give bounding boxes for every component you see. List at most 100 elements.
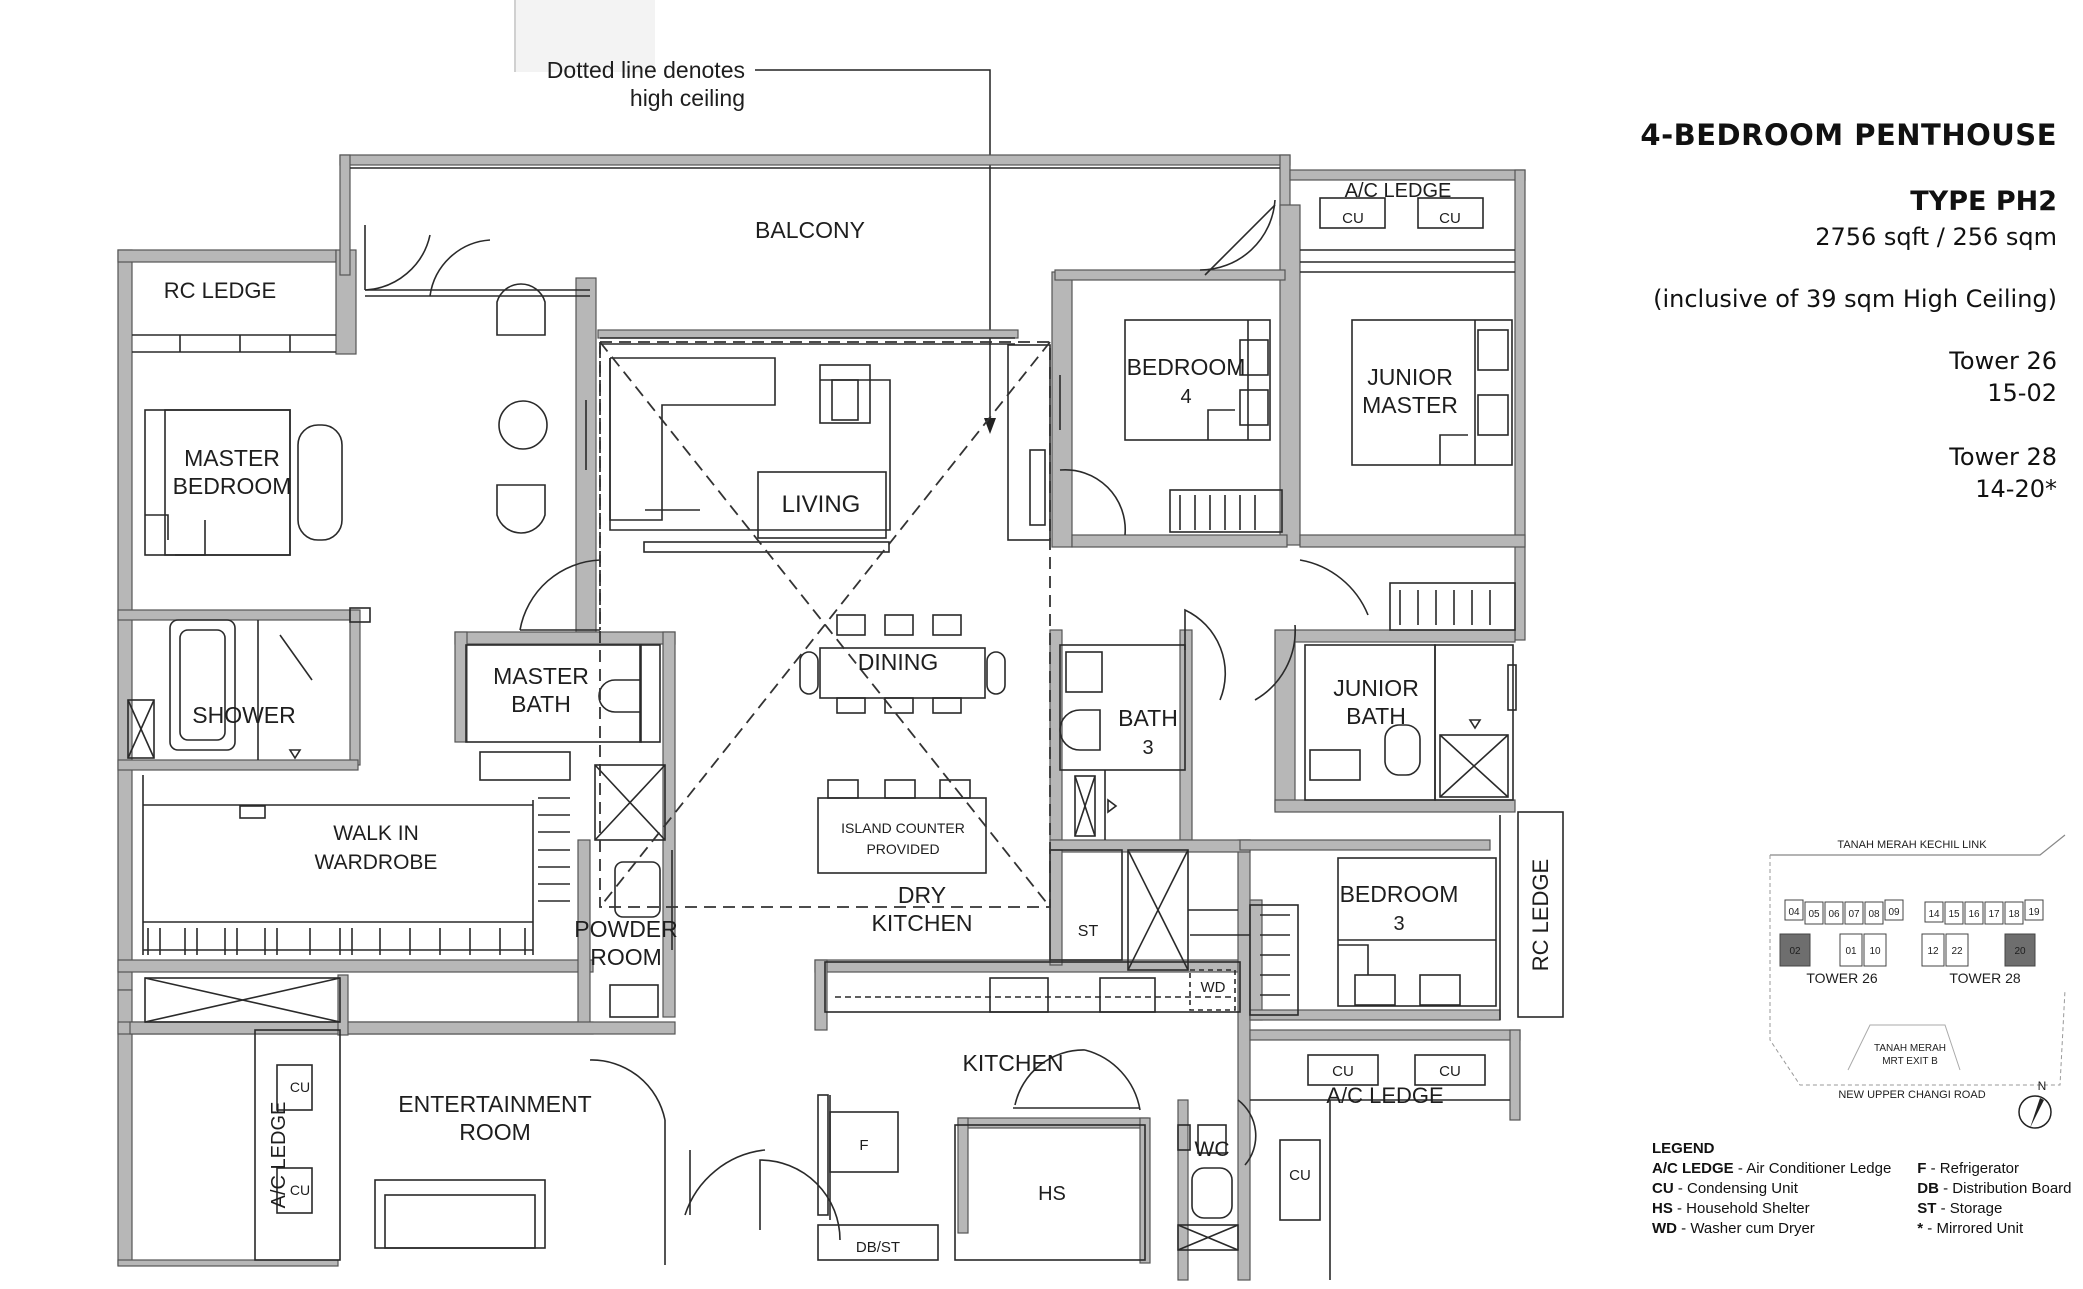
label-bedroom4-2: 4 [1180,386,1191,408]
legend-item: WD - Washer cum Dryer [1652,1220,1815,1237]
label-ac-ledge-top: A/C LEDGE [1345,180,1452,202]
legend-item: ST - Storage [1917,1200,2003,1217]
label-entertainment-room-1: ENTERTAINMENT [398,1091,591,1117]
fixtures [127,167,1564,1280]
label-cu-1: CU [1342,210,1364,227]
keyplan-unit-04: 04 [1788,907,1800,918]
label-bedroom4-1: BEDROOM [1127,354,1246,380]
annotation-shade [515,0,655,72]
label-bedroom3-2: 3 [1393,913,1404,935]
label-balcony: BALCONY [755,217,865,243]
room-labels: BALCONY RC LEDGE MASTER BEDROOM LIVING B… [164,180,1553,1256]
label-master-bedroom-1: MASTER [184,445,280,471]
label-ac-ledge-bottom: A/C LEDGE [1326,1083,1443,1108]
keyplan-unit-22: 22 [1951,946,1963,957]
tower-name: Tower 28 [1949,443,2057,471]
keyplan-mrt-1: TANAH MERAH [1874,1043,1946,1054]
unit-type: TYPE PH2 [1910,186,2057,217]
tower-block-28: Tower 28 14-20* [1537,441,2057,505]
label-junior-master-1: JUNIOR [1367,364,1453,390]
legend-title: LEGEND [1652,1140,1715,1157]
high-ceiling-outline [599,341,1051,908]
label-entertainment-room-2: ROOM [459,1119,531,1145]
label-cu-6: CU [290,1079,310,1095]
tower-block-26: Tower 26 15-02 [1537,345,2057,409]
label-junior-master-2: MASTER [1362,392,1458,418]
label-bath3-1: BATH [1118,705,1178,731]
annotation-arrow [984,418,996,434]
label-cu-2: CU [1439,210,1461,227]
tower-unit: 14-20* [1975,475,2057,503]
label-db-st: DB/ST [856,1239,900,1256]
label-kitchen: KITCHEN [963,1050,1064,1076]
unit-title: 4-BEDROOM PENTHOUSE [1640,118,2057,152]
label-wd: WD [1201,979,1226,996]
label-living: LIVING [782,491,861,518]
keyplan-unit-01: 01 [1845,946,1857,957]
keyplan-unit-06: 06 [1828,909,1840,920]
keyplan-unit-18: 18 [2008,909,2020,920]
label-dry-kitchen-2: KITCHEN [872,910,973,936]
label-cu-5: CU [1289,1167,1311,1184]
label-cu-3: CU [1332,1063,1354,1080]
keyplan-unit-19: 19 [2028,907,2040,918]
tower-unit: 15-02 [1987,379,2057,407]
label-junior-bath-2: BATH [1346,703,1406,729]
keyplan-unit-16: 16 [1968,909,1980,920]
keyplan-mrt-2: MRT EXIT B [1882,1056,1938,1067]
keyplan-road-top: TANAH MERAH KECHIL LINK [1837,839,1987,851]
keyplan-unit-12: 12 [1927,946,1939,957]
walls [117,154,1526,1281]
label-island-counter-2: PROVIDED [866,841,939,857]
legend-item: HS - Household Shelter [1652,1200,1810,1217]
label-dining: DINING [858,649,939,675]
label-powder-room-2: ROOM [590,944,662,970]
label-dry-kitchen-1: DRY [898,882,946,908]
high-ceiling-annotation: Dotted line denotes high ceiling [514,0,996,434]
label-walk-in-wardrobe-1: WALK IN [333,822,419,845]
label-st: ST [1078,923,1099,940]
unit-info: 4-BEDROOM PENTHOUSE TYPE PH2 2756 sqft /… [1537,118,2057,505]
keyplan-unit-14: 14 [1928,909,1940,920]
key-plan: TANAH MERAH KECHIL LINK NEW UPPER CHANGI… [1769,834,2066,1129]
keyplan-unit-17: 17 [1988,909,2000,920]
label-bedroom3-1: BEDROOM [1340,881,1459,907]
label-walk-in-wardrobe-2: WARDROBE [315,851,438,874]
north-arrow-icon [2018,1095,2052,1129]
label-cu-7: CU [290,1182,310,1198]
label-master-bath-1: MASTER [493,663,589,689]
keyplan-unit-15: 15 [1948,909,1960,920]
label-rc-ledge-right: RC LEDGE [1528,859,1553,971]
annotation-line1: Dotted line denotes [547,57,745,83]
north-label: N [2038,1079,2047,1093]
keyplan-unit-09: 09 [1888,907,1900,918]
label-bath3-2: 3 [1142,737,1153,759]
legend-item: F - Refrigerator [1917,1160,2019,1177]
keyplan-unit-02: 02 [1789,946,1801,957]
label-junior-bath-1: JUNIOR [1333,675,1419,701]
legend-item: A/C LEDGE - Air Conditioner Ledge [1652,1160,1892,1177]
legend-item: CU - Condensing Unit [1652,1180,1798,1197]
label-shower: SHOWER [192,702,296,728]
label-rc-ledge: RC LEDGE [164,278,276,303]
keyplan-unit-10: 10 [1869,946,1881,957]
label-ac-ledge-left: A/C LEDGE [268,1102,290,1209]
label-cu-4: CU [1439,1063,1461,1080]
label-f: F [859,1137,868,1154]
annotation-leader [755,69,991,425]
label-wc: WC [1195,1138,1230,1161]
label-island-counter-1: ISLAND COUNTER [841,820,965,836]
legend-col-left: A/C LEDGE - Air Conditioner Ledge CU - C… [1652,1159,1891,1239]
label-powder-room-1: POWDER [574,916,678,942]
unit-area: 2756 sqft / 256 sqm [1815,223,2057,251]
label-hs: HS [1038,1183,1066,1205]
annotation-line2: high ceiling [630,85,745,111]
keyplan-unit-05: 05 [1808,909,1820,920]
legend: LEGEND A/C LEDGE - Air Conditioner Ledge… [1652,1140,2082,1270]
legend-item: * - Mirrored Unit [1917,1220,2024,1237]
tower-name: Tower 26 [1949,347,2057,375]
keyplan-unit-07: 07 [1848,909,1860,920]
keyplan-road-bottom: NEW UPPER CHANGI ROAD [1838,1089,1985,1101]
label-master-bath-2: BATH [511,691,571,717]
